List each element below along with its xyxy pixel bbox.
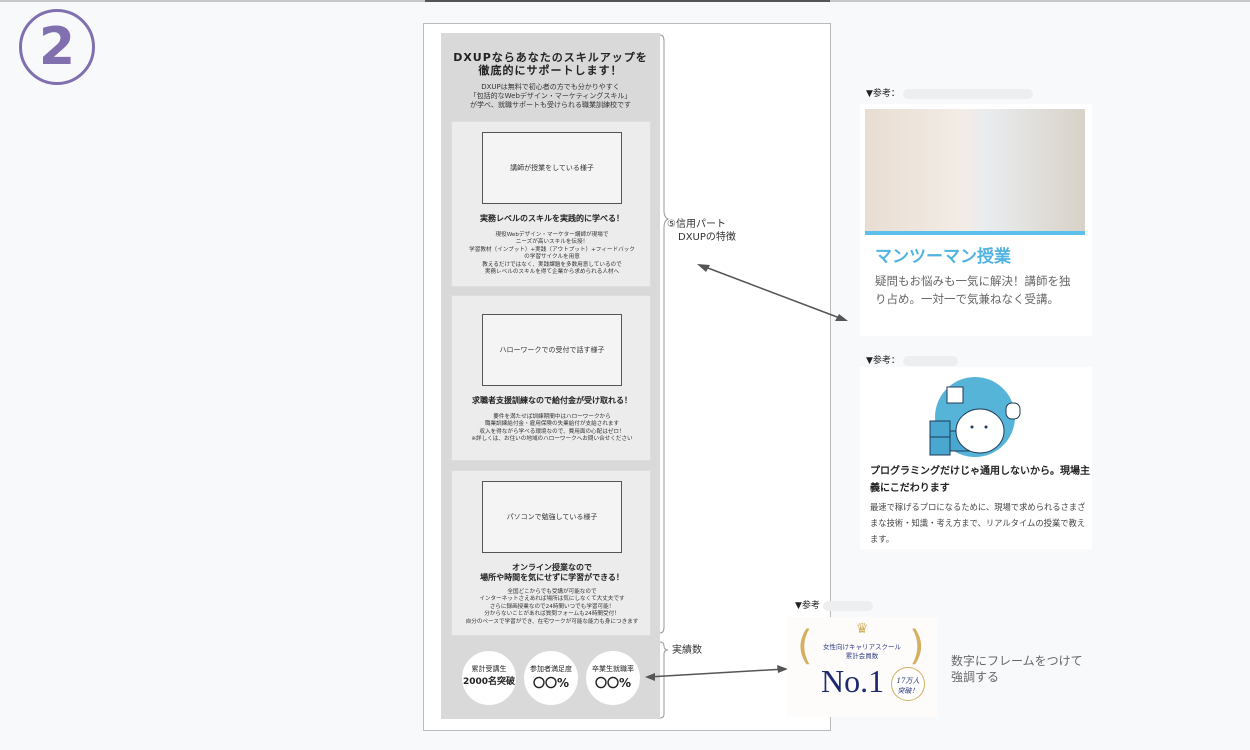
award-count-badge: 17万人突破！ bbox=[891, 667, 925, 701]
top-border-dark bbox=[425, 0, 830, 2]
feature-body: 現役Webデザイン・マーケター講師が現場でニーズが高いスキルを伝授！学習教材（イ… bbox=[469, 232, 635, 276]
award-caption: 女性向けキャリアスクール累計会員数 bbox=[823, 643, 901, 660]
bracket-trust bbox=[659, 34, 670, 634]
feature-body: 要件を満たせば訓練期間中はハローワークから職業訓練給付金・雇用保険の失業給付が支… bbox=[471, 414, 633, 443]
reference-desc: 最速で稼げるプロになるために、現場で求められるさまざまな技術・知識・考え方まで、… bbox=[870, 502, 1086, 544]
feature-heading: 実務レベルのスキルを実践的に学べる！ bbox=[480, 214, 624, 223]
reference-label: ▼参考： bbox=[866, 86, 1033, 99]
section-title: DXUPならあなたのスキルアップを徹底的にサポートします！ bbox=[453, 51, 648, 77]
arrow-head bbox=[835, 314, 848, 321]
reference-label: ▼参考： bbox=[866, 353, 958, 366]
feature-card: ハローワークでの受付で話す様子 求職者支援訓練なので給付金が受け取れる！ 要件を… bbox=[451, 295, 651, 461]
feature-heading: オンライン授業なので場所や時間を気にせずに学習ができる！ bbox=[480, 563, 624, 582]
feature-heading: 求職者支援訓練なので給付金が受け取れる！ bbox=[472, 396, 632, 405]
stat-circle: 参加者満足度〇〇% bbox=[524, 651, 578, 705]
feature-body: 全国どこからでも受講が可能なのでインターネットさえあれば場所は気にしなくて大丈夫… bbox=[465, 589, 639, 625]
stat-circle: 卒業生就職率〇〇% bbox=[586, 651, 640, 705]
feature-card: 講師が授業をしている様子 実務レベルのスキルを実践的に学べる！ 現役Webデザイ… bbox=[451, 121, 651, 287]
note-results: 実績数 bbox=[672, 645, 702, 656]
feature-card: パソコンで勉強している様子 オンライン授業なので場所や時間を気にせずに学習ができ… bbox=[451, 470, 651, 636]
reference-title: プログラミングだけじゃ通用しないから。現場主義にこだわります bbox=[870, 466, 1090, 494]
crown-icon: ♛ bbox=[855, 621, 869, 637]
reference-label: ▼参考 bbox=[795, 598, 873, 611]
image-placeholder: 講師が授業をしている様子 bbox=[482, 132, 622, 204]
laurel-right-icon: ) bbox=[909, 623, 925, 669]
reference-title: マンツーマン授業 bbox=[875, 247, 1011, 267]
wireframe-panel: DXUPならあなたのスキルアップを徹底的にサポートします！ DXUPは無料で初心… bbox=[441, 33, 660, 719]
arrow-line bbox=[699, 264, 846, 321]
arrow-head bbox=[645, 673, 655, 681]
image-placeholder: ハローワークでの受付で話す様子 bbox=[482, 314, 622, 386]
award-rank: No.1 bbox=[821, 663, 885, 699]
reference-card-one-on-one: マンツーマン授業 疑問もお悩みも一気に解決！講師を独り占め。一対一で気兼ねなく受… bbox=[860, 104, 1092, 336]
reference-card-field: プログラミングだけじゃ通用しないから。現場主義にこだわります 最速で稼げるプロに… bbox=[860, 367, 1092, 549]
arrow-line bbox=[647, 668, 786, 678]
bracket-results bbox=[659, 641, 669, 719]
lesson-photo bbox=[865, 109, 1085, 235]
arrow-head bbox=[777, 665, 788, 673]
seal-mascot-illustration bbox=[929, 377, 1021, 457]
section-description: DXUPは無料で初心者の方でも分かりやすく「包括的なWebデザイン・マーケティン… bbox=[469, 83, 632, 109]
laurel-left-icon: ( bbox=[797, 623, 813, 669]
arrow-head bbox=[697, 264, 710, 272]
reference-desc: 疑問もお悩みも一気に解決！講師を独り占め。一対一で気兼ねなく受講。 bbox=[875, 274, 1071, 306]
step-number-badge: 2 bbox=[19, 9, 95, 85]
note-frame: 数字にフレームをつけて強調する bbox=[951, 654, 1083, 684]
image-placeholder: パソコンで勉強している様子 bbox=[482, 481, 622, 553]
award-badge-image: ♛ ( ) 女性向けキャリアスクール累計会員数 No.1 17万人突破！ bbox=[787, 617, 937, 717]
